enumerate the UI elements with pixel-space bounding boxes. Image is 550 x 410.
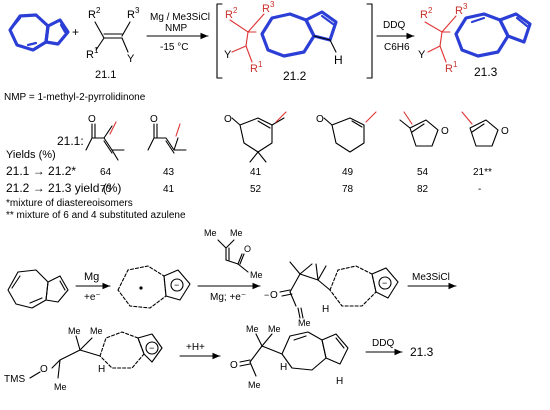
mech-tmscl: Me3SiCl — [412, 272, 450, 283]
yield-cell: 70 — [100, 184, 112, 195]
mech-proton: +H+ — [186, 342, 205, 353]
oxygen-label: O — [150, 114, 158, 125]
enolate-adduct: − O Me H − — [264, 261, 399, 328]
me-label: Me — [204, 228, 217, 238]
radical-dot — [139, 286, 143, 290]
right-bracket — [366, 3, 373, 79]
nmp-definition: NMP = 1-methyl-2-pyrrolidinone — [4, 92, 146, 103]
yield-row-1: 64 43 41 49 54 21** — [100, 167, 492, 178]
compound-21-2-label: 21.2 — [283, 69, 307, 83]
substrate-4: O — [316, 111, 377, 153]
me-label: Me — [268, 324, 281, 334]
footnote-1: *mixture of diastereoisomers — [6, 198, 133, 209]
me-label: Me — [246, 324, 259, 334]
h-label: H — [322, 304, 329, 315]
yield-cell: 78 — [342, 184, 354, 195]
yield-cell: 82 — [417, 184, 429, 195]
reagent-mg-tmscl: Mg / Me3SiCl — [150, 12, 210, 23]
yield-cell: 52 — [250, 184, 262, 195]
r3-label: R3 — [455, 2, 468, 17]
substrate-row-label: 21.1: — [57, 134, 84, 148]
oxygen-label: O — [224, 114, 232, 125]
silyl-ether-intermediate: TMS O Me Me Me H − — [4, 326, 163, 392]
product-21-3: R2 R3 Y R1 21.3 — [418, 2, 532, 79]
radical-anion: − — [117, 265, 191, 309]
r3-label: R3 — [262, 0, 275, 15]
me-label: Me — [68, 326, 81, 336]
yield-row-2: 70 41 52 78 82 - — [100, 184, 481, 195]
me-label: Me — [230, 228, 243, 238]
r3-label: R3 — [127, 6, 140, 21]
oxygen-label: O — [40, 364, 48, 375]
yield-cell: 43 — [163, 167, 175, 178]
h-label: H — [98, 364, 105, 375]
me-label: Me — [248, 380, 261, 390]
r1-label: R1 — [445, 60, 458, 75]
charge-minus: − — [174, 280, 179, 290]
y-label: Y — [224, 49, 232, 61]
footnote-2: ** mixture of 6 and 4 substituted azulen… — [6, 210, 186, 221]
yield-cell: 21** — [473, 167, 492, 178]
oxidant-solvent: C6H6 — [384, 42, 410, 53]
me-label: Me — [90, 326, 103, 336]
yield-cell: 54 — [417, 167, 429, 178]
yield-cell: 41 — [250, 167, 262, 178]
ketone-intermediate: O Me Me Me H H — [230, 324, 349, 390]
h-label: H — [336, 376, 343, 387]
me-label: Me — [298, 318, 311, 328]
tms-label: TMS — [4, 374, 25, 385]
h-label: H — [334, 53, 343, 67]
r2-label: R2 — [88, 6, 101, 21]
mech-ddq: DDQ — [372, 338, 394, 349]
compound-21-1-label: 21.1 — [95, 69, 116, 81]
r2-label: R2 — [225, 6, 238, 21]
yield-cell: 64 — [100, 167, 112, 178]
me-label: Me — [54, 382, 67, 392]
mech-azulene — [7, 269, 69, 309]
plus-sign: + — [72, 25, 79, 39]
solvent-nmp: NMP — [165, 23, 188, 34]
oxygen-label: O — [501, 126, 509, 137]
charge-minus: − — [264, 290, 269, 300]
oxygen-label: O — [441, 126, 449, 137]
mech-enone: Me Me O Me — [204, 228, 263, 280]
yields-header: Yields (%) — [6, 149, 56, 161]
intermediate-21-2: R2 R3 Y R1 H 21.2 — [224, 0, 343, 83]
row1-label: 21.1 → 21.2* — [6, 164, 76, 178]
r1-label: R1 — [86, 46, 99, 61]
mech-product-21-3: 21.3 — [410, 345, 434, 359]
compound-21-3-label: 21.3 — [474, 65, 498, 79]
substrate-5: O — [399, 111, 449, 147]
mech-mg-e: Mg; +e⁻ — [210, 292, 246, 303]
alkene-21-1: R2 R3 R1 Y 21.1 — [86, 6, 140, 81]
y-label: Y — [418, 49, 426, 61]
charge-minus: − — [149, 343, 154, 353]
yield-cell: 49 — [342, 167, 354, 178]
me-label: Me — [250, 270, 263, 280]
left-bracket — [216, 3, 223, 79]
substrate-1: O — [85, 114, 125, 161]
row2-label: 21.2 → 21.3 yield (%) — [6, 181, 121, 195]
h-label: H — [280, 362, 287, 373]
charge-minus: − — [382, 278, 387, 288]
substrate-6: O — [461, 111, 509, 147]
azulene-starting-material — [8, 13, 70, 52]
oxygen-label: O — [230, 360, 238, 371]
temperature: -15 °C — [160, 42, 188, 53]
yield-cell: 41 — [163, 184, 175, 195]
oxygen-label: O — [270, 290, 278, 301]
yield-cell: - — [478, 184, 481, 195]
substrate-3: O — [224, 111, 287, 163]
y-label: Y — [127, 53, 135, 65]
oxygen-label: O — [88, 114, 96, 125]
oxygen-label: O — [244, 244, 251, 254]
r1-label: R1 — [250, 60, 263, 75]
mech-mg: Mg — [84, 271, 99, 283]
oxygen-label: O — [316, 114, 324, 125]
oxidant-ddq: DDQ — [383, 20, 405, 31]
r2-label: R2 — [420, 6, 433, 21]
mech-e1: +e⁻ — [84, 292, 101, 303]
substrate-2: O — [147, 114, 187, 154]
